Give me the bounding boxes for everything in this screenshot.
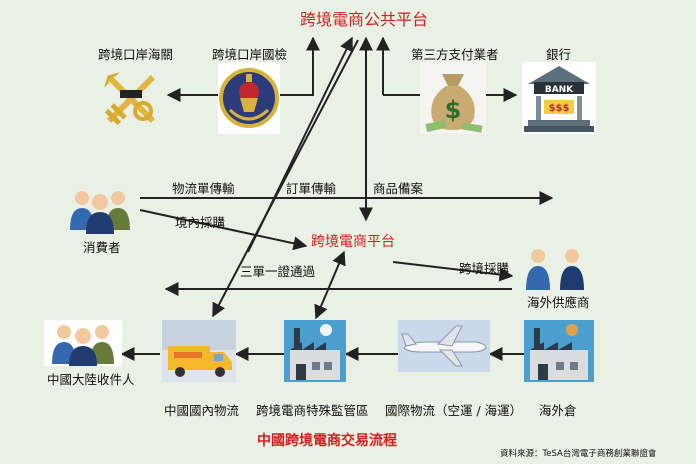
overseas-warehouse-label: 海外倉 (539, 403, 577, 418)
airplane-icon (398, 320, 490, 372)
consumer-label: 消費者 (83, 240, 121, 255)
domestic-logistics-label: 中國國內物流 (164, 403, 240, 418)
arrow-mid-to-bonded (314, 250, 346, 320)
arrow-public-to-logistics (212, 39, 359, 318)
delivery-truck-icon (162, 320, 236, 382)
diagram-caption: 中國跨境電商交易流程 (257, 433, 397, 449)
order-transmit-label: 訂單傳輸 (286, 181, 337, 196)
intl-logistics-label: 國際物流（空運 / 海運） (385, 403, 523, 418)
three-docs-label: 三單一證通過 (240, 264, 316, 279)
supplier-people-icon (518, 244, 594, 290)
arrow-cross-border-purchase (392, 261, 514, 282)
svg-text:$: $ (445, 96, 462, 124)
recipient-people-icon (44, 320, 122, 366)
arrow-domestic-purchase (139, 209, 308, 251)
bank-label: 銀行 (546, 47, 572, 62)
bonded-zone-label: 跨境電商特殊監管區 (256, 403, 369, 418)
domestic-purchase-label: 境內採購 (175, 215, 226, 230)
bank-building-icon: BANK $$$ (522, 62, 596, 134)
bonded-zone-factory-icon (284, 320, 346, 382)
bank-money-text: $$$ (549, 103, 570, 114)
supplier-label: 海外供應商 (527, 295, 590, 310)
payment-label: 第三方支付業者 (411, 47, 499, 62)
inspection-label: 跨境口岸國檢 (212, 47, 288, 62)
cross-border-purchase-label: 跨境採購 (459, 261, 510, 276)
arrow-inspection-to-public (280, 36, 320, 96)
recipient-label: 中國大陸收件人 (47, 372, 135, 387)
source-note: 資料來源：TeSA台灣電子商務創業聯誼會 (500, 449, 657, 459)
consumer-people-icon (62, 186, 140, 234)
inspection-badge-icon (218, 62, 280, 134)
bank-sign-text: BANK (545, 85, 574, 95)
customs-emblem-icon (100, 66, 162, 132)
logistics-order-label: 物流單傳輸 (172, 181, 235, 196)
overseas-warehouse-icon (524, 320, 594, 382)
ecommerce-platform-title: 跨境電商平台 (311, 234, 395, 250)
money-bag-icon: $ (420, 62, 486, 134)
goods-filing-label: 商品備案 (373, 181, 424, 196)
customs-label: 跨境口岸海關 (98, 47, 174, 62)
public-platform-title: 跨境電商公共平台 (300, 10, 429, 29)
